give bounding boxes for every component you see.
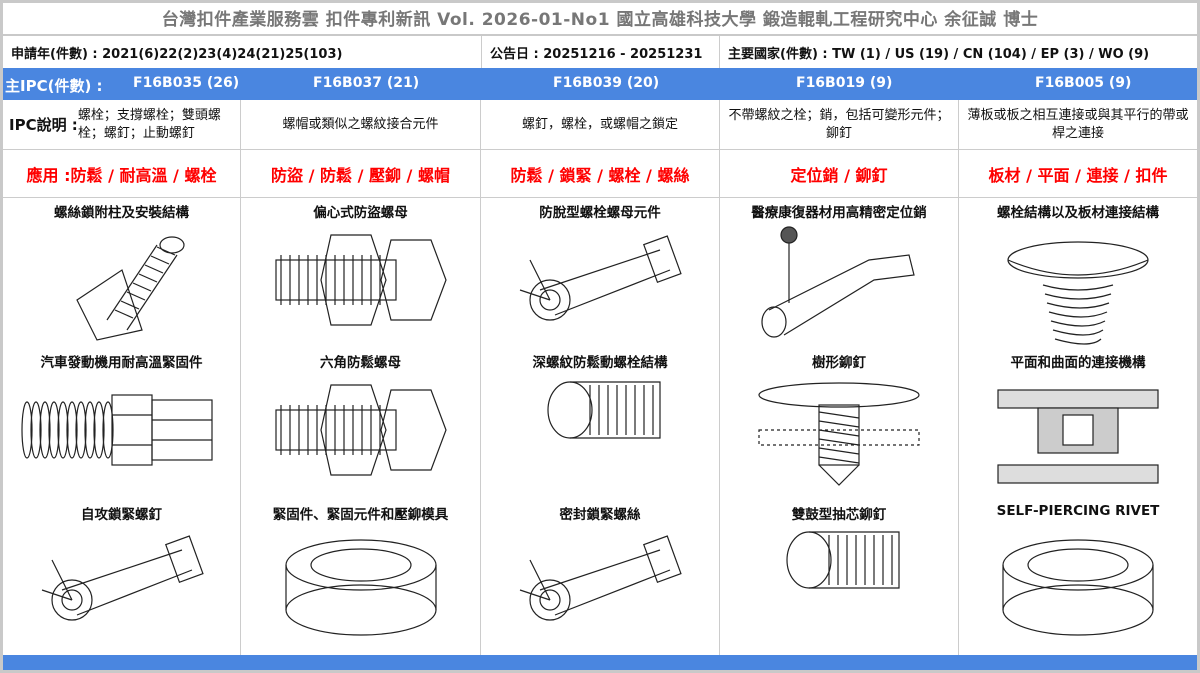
patent-drawing <box>510 220 690 349</box>
figure-caption: 緊固件、緊固元件和壓鉚模具 <box>272 507 449 523</box>
figure-caption: 螺絲鎖附柱及安裝結構 <box>54 205 189 221</box>
application-year: 申請年(件數) : 2021(6)22(2)23(4)24(21)25(103) <box>3 36 482 68</box>
patent-drawing <box>988 220 1168 349</box>
application-tags: 板材 / 平面 / 連接 / 扣件 <box>959 150 1197 198</box>
figure-caption: 平面和曲面的連接機構 <box>1010 355 1146 371</box>
patent-drawing <box>978 370 1178 499</box>
patent-drawing <box>739 520 939 649</box>
patent-column: IPC說明 :螺栓；支撐螺栓；雙頭螺栓；螺釘；止動螺釘應用 :防鬆 / 耐高溫 … <box>3 100 241 655</box>
app-text: 防盜 / 防鬆 / 壓鉚 / 螺帽 <box>271 165 450 185</box>
app-text: 板材 / 平面 / 連接 / 扣件 <box>988 165 1168 185</box>
figure-area: 醫療康復器材用高精密定位銷樹形鉚釘雙鼓型抽芯鉚釘 <box>720 198 958 653</box>
ipc-description: 不帶螺紋之栓；銷，包括可變形元件；鉚釘 <box>720 100 958 150</box>
figure-caption: 防脫型螺栓螺母元件 <box>539 205 661 221</box>
app-label: 應用 : <box>26 165 71 185</box>
app-text: 防鬆 / 鎖緊 / 螺栓 / 螺絲 <box>510 165 690 185</box>
figure-area: 螺絲鎖附柱及安裝結構汽車發動機用耐高溫緊固件自攻鎖緊螺釘 <box>3 198 240 653</box>
ipc-desc-text: 薄板或板之相互連接或與其平行的帶或桿之連接 <box>967 107 1189 141</box>
ipc-desc-text: 螺釘，螺栓，或螺帽之鎖定 <box>521 116 678 132</box>
ipc-code: F16B035 (26) <box>133 75 240 91</box>
main-countries: 主要國家(件數) : TW (1) / US (19) / CN (104) /… <box>728 46 1150 62</box>
application-tags: 防鬆 / 鎖緊 / 螺栓 / 螺絲 <box>481 150 719 198</box>
ipc-description: 薄板或板之相互連接或與其平行的帶或桿之連接 <box>959 100 1197 150</box>
figure-caption: 螺栓結構以及板材連接結構 <box>997 205 1159 221</box>
patent-drawing <box>12 370 232 499</box>
patent-drawing <box>978 520 1178 649</box>
figure-caption: 樹形鉚釘 <box>812 355 866 371</box>
patent-column: 螺釘，螺栓，或螺帽之鎖定防鬆 / 鎖緊 / 螺栓 / 螺絲防脫型螺栓螺母元件深螺… <box>481 100 720 655</box>
figure-area: 螺栓結構以及板材連接結構平面和曲面的連接機構 SELF-PIERCING RIVE… <box>959 198 1197 653</box>
figure-caption: 六角防鬆螺母 <box>320 355 401 371</box>
ipc-code: F16B005 (9) <box>1035 75 1132 91</box>
figure-area: 防脫型螺栓螺母元件深螺紋防鬆動螺栓結構密封鎖緊螺絲 <box>481 198 719 653</box>
patent-column: 螺帽或類似之螺紋接合元件防盜 / 防鬆 / 壓鉚 / 螺帽偏心式防盜螺母六角防鬆… <box>241 100 481 655</box>
patent-drawing <box>739 370 939 499</box>
ipc-desc-text: 螺帽或類似之螺紋接合元件 <box>282 116 439 132</box>
patent-drawing <box>261 520 461 649</box>
figure-caption: 自攻鎖緊螺釘 <box>81 507 162 523</box>
patent-drawing <box>749 220 929 349</box>
figure-caption: 偏心式防盜螺母 <box>313 205 408 221</box>
page-title: 台灣扣件產業服務雲 扣件專利新訊 Vol. 2026-01-No1 國立高雄科技… <box>0 0 1200 36</box>
ipc-code: F16B039 (20) <box>553 75 660 91</box>
patent-grid: IPC說明 :螺栓；支撐螺栓；雙頭螺栓；螺釘；止動螺釘應用 :防鬆 / 耐高溫 … <box>3 100 1197 655</box>
ipc-label: 主IPC(件數) : <box>5 77 103 95</box>
ipc-desc-label: IPC說明 : <box>9 115 78 134</box>
ipc-code: F16B019 (9) <box>796 75 893 91</box>
ipc-header-bar: 主IPC(件數) : F16B035 (26) F16B037 (21) F16… <box>3 68 1197 100</box>
application-tags: 應用 :防鬆 / 耐高溫 / 螺栓 <box>3 150 240 198</box>
figure-caption: SELF-PIERCING RIVET <box>996 503 1160 519</box>
publication-date: 公告日 : 20251216 - 20251231 <box>482 36 720 68</box>
figure-area: 偏心式防盜螺母六角防鬆螺母緊固件、緊固元件和壓鉚模具 <box>241 198 480 653</box>
footer-bar <box>3 655 1197 670</box>
ipc-description: 螺帽或類似之螺紋接合元件 <box>241 100 480 150</box>
figure-caption: 深螺紋防鬆動螺栓結構 <box>532 355 668 371</box>
ipc-desc-text: 螺栓；支撐螺栓；雙頭螺栓；螺釘；止動螺釘 <box>77 107 221 141</box>
figure-caption: 汽車發動機用耐高溫緊固件 <box>40 355 203 371</box>
figure-caption: 雙鼓型抽芯鉚釘 <box>791 507 887 523</box>
ipc-desc-text: 不帶螺紋之栓；銷，包括可變形元件；鉚釘 <box>728 107 950 141</box>
ipc-code: F16B037 (21) <box>313 75 420 91</box>
patent-drawing <box>500 370 700 499</box>
patent-drawing <box>32 520 212 649</box>
patent-drawing <box>510 520 690 649</box>
figure-caption: 醫療康復器材用高精密定位銷 <box>751 205 927 221</box>
app-text: 防鬆 / 耐高溫 / 螺栓 <box>70 165 217 185</box>
application-tags: 防盜 / 防鬆 / 壓鉚 / 螺帽 <box>241 150 480 198</box>
patent-drawing <box>261 220 461 349</box>
patent-drawing <box>47 220 197 349</box>
ipc-description: IPC說明 :螺栓；支撐螺栓；雙頭螺栓；螺釘；止動螺釘 <box>3 100 240 150</box>
figure-caption: 密封鎖緊螺絲 <box>559 507 641 523</box>
patent-drawing <box>261 370 461 499</box>
ipc-description: 螺釘，螺栓，或螺帽之鎖定 <box>481 100 719 150</box>
application-tags: 定位銷 / 鉚釘 <box>720 150 958 198</box>
patent-column: 薄板或板之相互連接或與其平行的帶或桿之連接板材 / 平面 / 連接 / 扣件螺栓… <box>959 100 1197 655</box>
app-text: 定位銷 / 鉚釘 <box>790 165 888 185</box>
patent-column: 不帶螺紋之栓；銷，包括可變形元件；鉚釘定位銷 / 鉚釘醫療康復器材用高精密定位銷… <box>720 100 959 655</box>
